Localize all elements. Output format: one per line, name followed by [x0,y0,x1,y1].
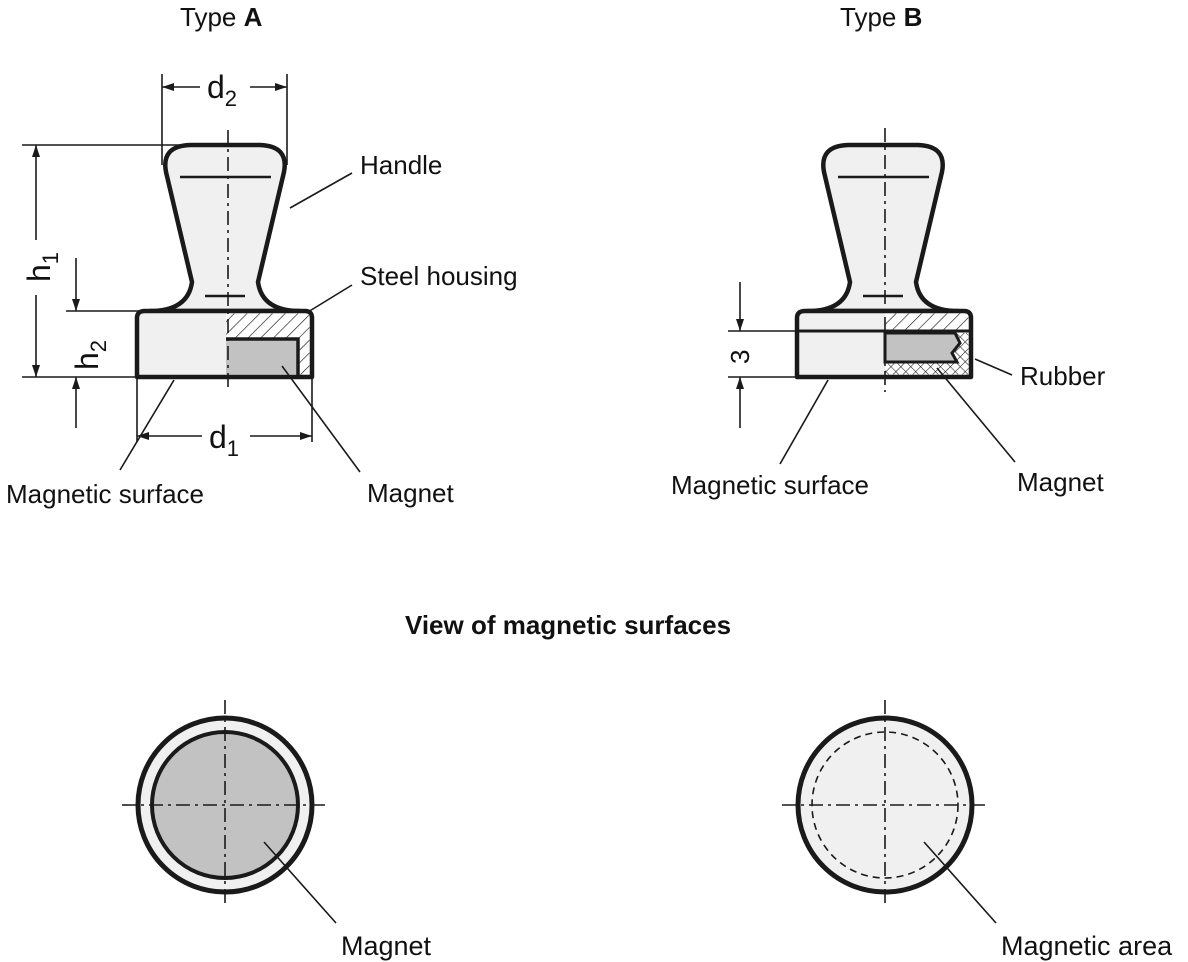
type-a-d1-label: d1 [209,419,239,461]
type-b-magnet [883,331,962,364]
surface-view-type-a: Magnet [122,700,432,961]
type-a-handle-leader [289,172,353,209]
type-b-rubber-label: Rubber [1020,361,1106,391]
type-b-group: Type B 3 Rubber Magnetic surface Magnet [671,2,1106,500]
type-b-rubber-height-label: 3 [725,350,755,364]
type-b-rubber [885,333,969,375]
type-a-steel-housing-label: Steel housing [360,261,518,291]
surface-magnetic-area-label: Magnetic area [1001,931,1173,961]
type-a-magnet-label: Magnet [367,478,454,508]
type-b-magnet-leader [936,367,1016,463]
type-a-handle-label: Handle [360,150,442,180]
type-a-h2-label: h2 [69,340,111,370]
type-a-magnetic-surface-label: Magnetic surface [6,479,204,509]
type-a-surface-leader [119,379,175,471]
surface-view-type-b: Magnetic area [782,700,1173,961]
type-b-surface-area-leader [923,841,997,924]
type-b-rubber-leader [974,358,1013,376]
type-a-magnet-outline [226,337,300,376]
type-b-steel-section [885,313,969,330]
type-b-handle [805,142,961,314]
type-a-h1-label: h1 [21,252,63,282]
type-b-surface-leader [779,379,829,465]
type-a-group: Type A d2 h1 h2 d1 [6,2,518,509]
type-a-magnet-leader [281,365,361,473]
type-a-title: Type A [180,2,263,32]
type-b-magnet-label: Magnet [1017,467,1104,497]
surfaces-view-title: View of magnetic surfaces [405,610,731,640]
type-a-steel-section [226,313,310,375]
type-b-title: Type B [840,2,922,32]
type-a-d2-label: d2 [207,69,237,111]
type-a-magnet [226,339,298,375]
type-a-surface-magnet-leader [263,841,337,924]
type-b-magnetic-surface-label: Magnetic surface [671,470,869,500]
type-a-handle [147,142,303,314]
surface-magnet-label: Magnet [341,931,432,961]
type-a-housing-leader [307,284,353,313]
